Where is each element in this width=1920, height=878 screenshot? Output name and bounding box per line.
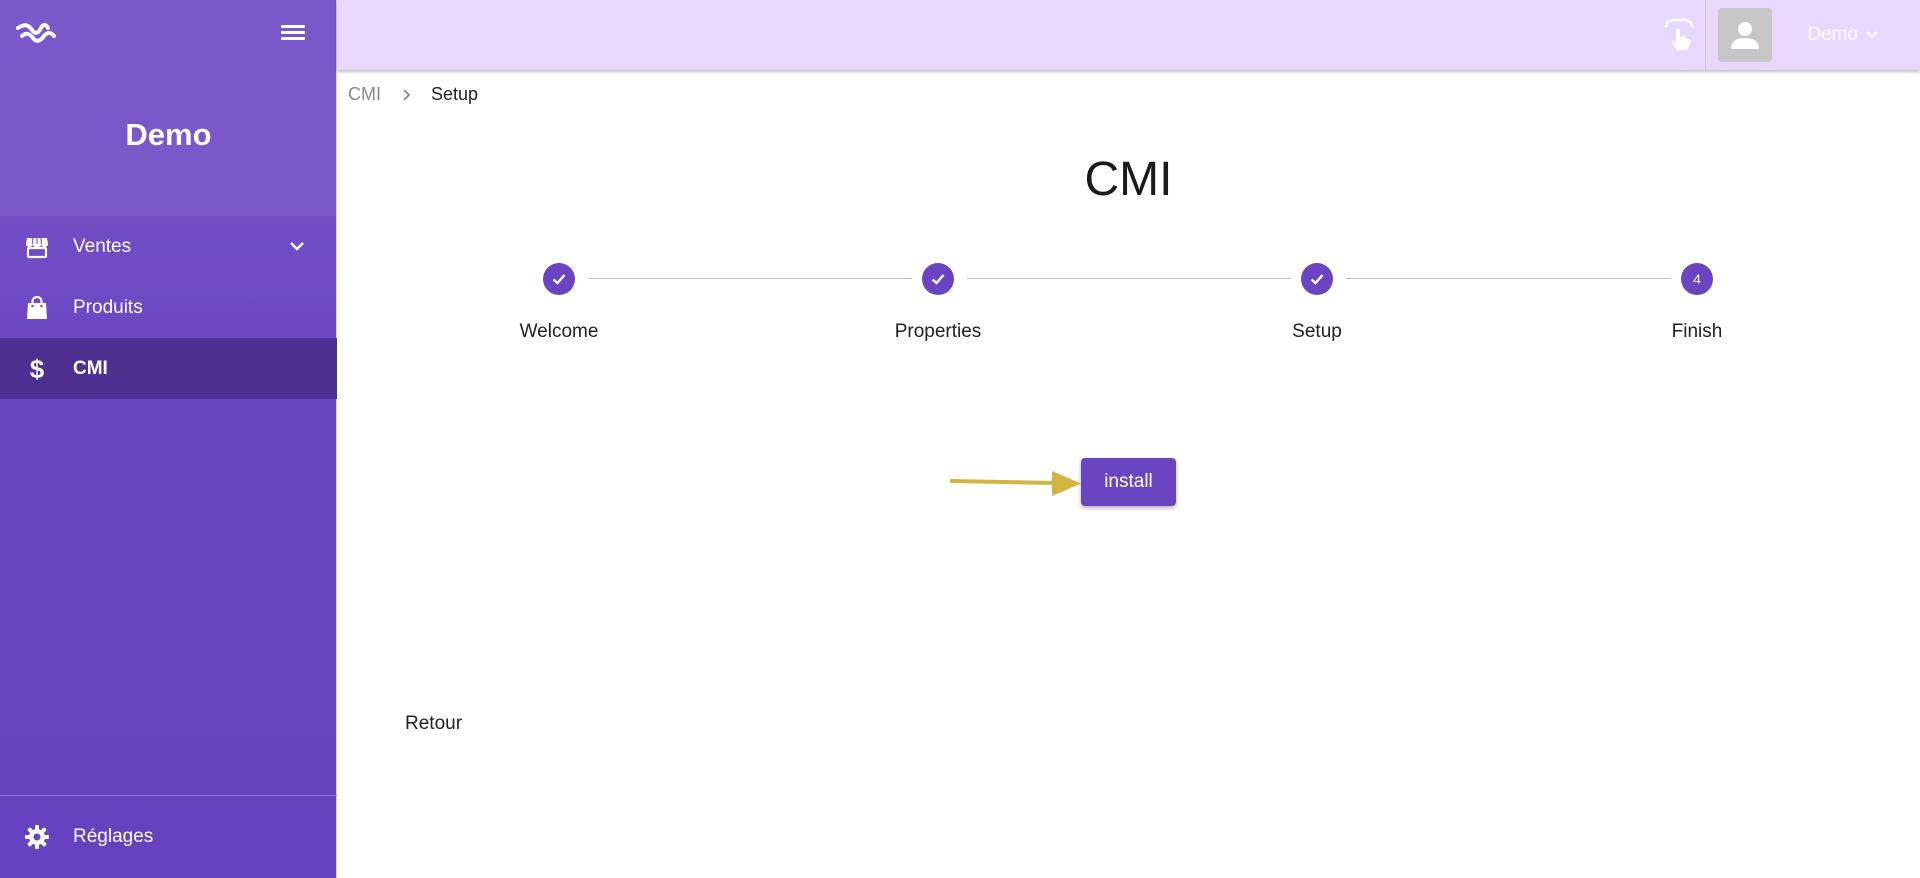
user-icon bbox=[1731, 22, 1759, 49]
user-name: Demo bbox=[1807, 24, 1858, 45]
sidebar-header: Demo bbox=[0, 0, 336, 216]
step-setup-check-icon bbox=[1301, 263, 1333, 295]
chevron-down-icon bbox=[1866, 31, 1878, 39]
breadcrumb: CMI Setup bbox=[348, 84, 478, 105]
back-button[interactable]: Retour bbox=[390, 707, 477, 741]
step-connector bbox=[1346, 278, 1671, 279]
sidebar-item-ventes[interactable]: Ventes bbox=[0, 216, 337, 277]
chevron-right-icon bbox=[403, 88, 411, 101]
sidebar-item-label: CMI bbox=[73, 357, 108, 379]
menu-toggle-icon[interactable] bbox=[278, 22, 308, 48]
svg-text:$: $ bbox=[30, 356, 45, 382]
install-button[interactable]: install bbox=[1081, 458, 1176, 506]
step-welcome-check-icon bbox=[543, 263, 575, 295]
sidebar-item-label: Produits bbox=[73, 296, 143, 318]
touch-mode-icon[interactable] bbox=[1663, 18, 1695, 52]
step-finish-number: 4 bbox=[1681, 263, 1713, 295]
page-title: CMI bbox=[1084, 153, 1173, 206]
sidebar-item-label: Ventes bbox=[73, 235, 132, 257]
store-icon bbox=[24, 234, 50, 260]
breadcrumb-current: Setup bbox=[431, 84, 479, 104]
step-connector bbox=[967, 278, 1291, 279]
breadcrumb-parent[interactable]: CMI bbox=[348, 84, 381, 104]
sidebar-item-reglages[interactable]: Réglages bbox=[0, 795, 337, 878]
chevron-down-icon[interactable] bbox=[287, 236, 307, 256]
step-label-finish: Finish bbox=[1671, 321, 1723, 342]
dollar-icon: $ bbox=[24, 356, 50, 382]
topbar-divider bbox=[1705, 0, 1706, 70]
step-label-properties: Properties bbox=[894, 321, 982, 342]
sidebar-nav: Ventes Produits $ CMI bbox=[0, 216, 337, 399]
brand-logo[interactable] bbox=[16, 22, 56, 46]
arrow-annotation-icon bbox=[949, 471, 1081, 496]
sidebar-item-cmi[interactable]: $ CMI bbox=[0, 338, 337, 399]
top-bar: Demo bbox=[337, 0, 1920, 70]
avatar[interactable] bbox=[1718, 8, 1772, 62]
step-label-welcome: Welcome bbox=[519, 321, 599, 342]
sidebar-item-produits[interactable]: Produits bbox=[0, 277, 337, 338]
step-connector bbox=[588, 278, 912, 279]
sidebar: Demo Ventes Produits $ CMI Réglages bbox=[0, 0, 337, 878]
shopping-bag-icon bbox=[24, 295, 50, 321]
sidebar-item-label: Réglages bbox=[73, 826, 154, 847]
step-properties-check-icon bbox=[922, 263, 954, 295]
user-menu[interactable]: Demo bbox=[1807, 24, 1880, 46]
gear-icon bbox=[24, 824, 50, 850]
step-label-setup: Setup bbox=[1292, 321, 1342, 342]
store-name: Demo bbox=[125, 117, 212, 152]
